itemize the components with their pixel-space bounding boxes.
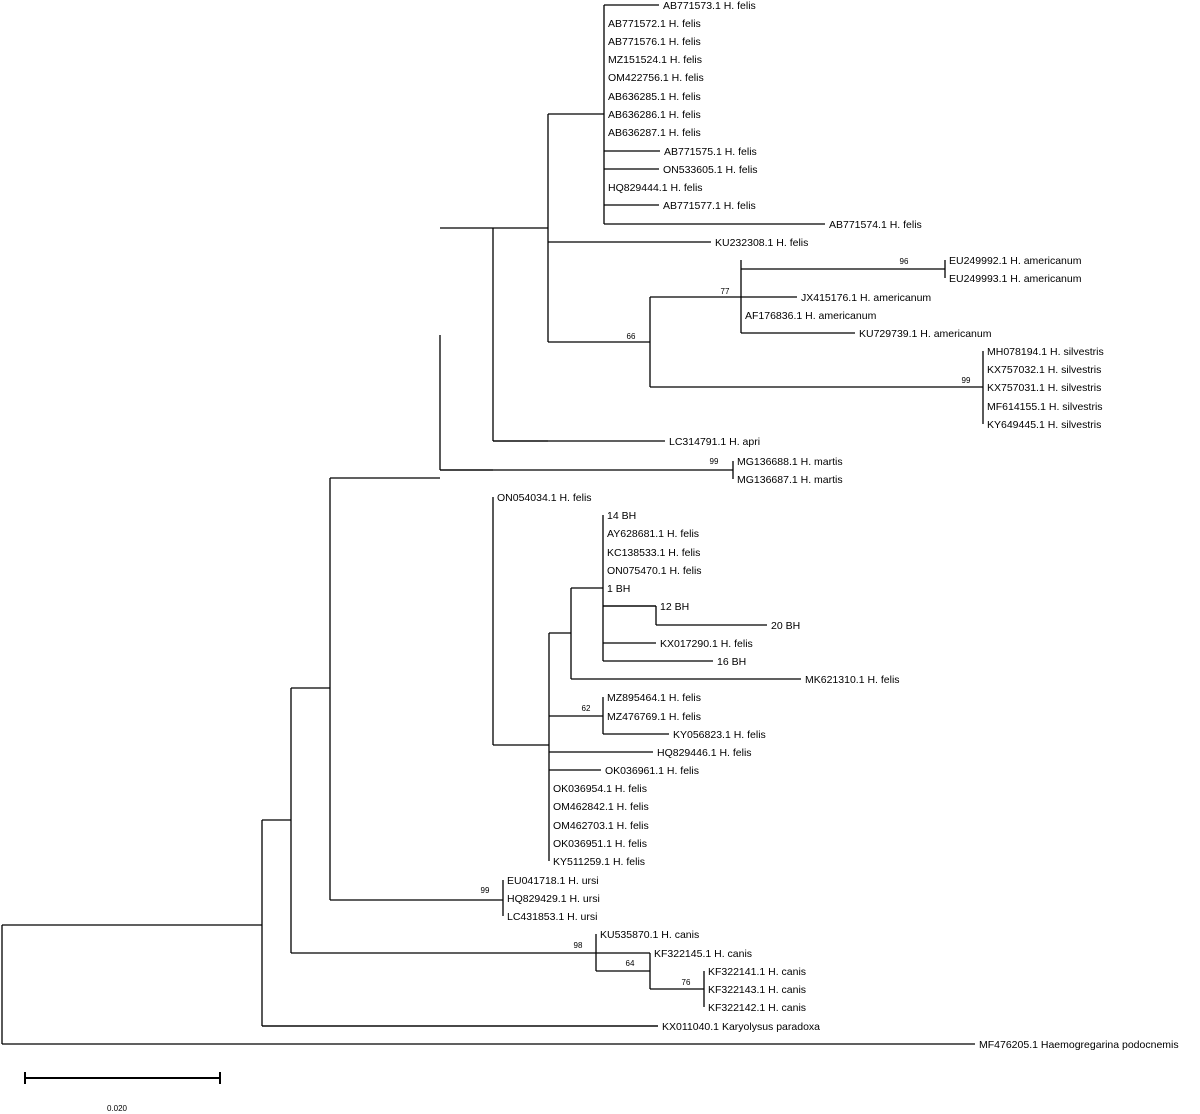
leaf-label: KU232308.1 H. felis <box>715 237 808 249</box>
bootstrap-value: 99 <box>962 376 971 385</box>
leaf-label: MZ151524.1 H. felis <box>608 54 702 66</box>
bootstrap-value: 77 <box>721 287 730 296</box>
leaf-label: MG136688.1 H. martis <box>737 456 843 468</box>
leaf-label: LC431853.1 H. ursi <box>507 911 597 923</box>
leaf-label: EU249992.1 H. americanum <box>949 255 1082 267</box>
leaf-label: MF614155.1 H. silvestris <box>987 401 1103 413</box>
leaf-label: HQ829429.1 H. ursi <box>507 893 600 905</box>
leaf-label: KX757031.1 H. silvestris <box>987 382 1101 394</box>
leaf-label: AB636287.1 H. felis <box>608 127 701 139</box>
bootstrap-value: 99 <box>481 886 490 895</box>
scale-bar-label: 0.020 <box>107 1104 128 1113</box>
leaf-label: KF322145.1 H. canis <box>654 948 752 960</box>
leaf-label: MZ476769.1 H. felis <box>607 711 701 723</box>
leaf-label: MH078194.1 H. silvestris <box>987 346 1104 358</box>
leaf-label: AB771576.1 H. felis <box>608 36 701 48</box>
leaf-label: ON054034.1 H. felis <box>497 492 592 504</box>
leaf-label: KX011040.1 Karyolysus paradoxa <box>662 1021 820 1033</box>
leaf-label: OM462842.1 H. felis <box>553 801 649 813</box>
leaf-label: KU729739.1 H. americanum <box>859 328 992 340</box>
leaf-label: KF322142.1 H. canis <box>708 1002 806 1014</box>
leaf-label: AB771572.1 H. felis <box>608 18 701 30</box>
bootstrap-value: 64 <box>626 959 635 968</box>
leaf-label: MZ895464.1 H. felis <box>607 692 701 704</box>
leaf-label: AB636286.1 H. felis <box>608 109 701 121</box>
bootstrap-value: 66 <box>627 332 636 341</box>
leaf-label: LC314791.1 H. apri <box>669 436 760 448</box>
leaf-label: OK036951.1 H. felis <box>553 838 647 850</box>
bootstrap-value: 62 <box>582 704 591 713</box>
leaf-label: 1 BH <box>607 583 630 595</box>
bootstrap-support-values: 96 77 66 99 99 62 99 98 64 76 <box>481 257 971 987</box>
leaf-label: KU535870.1 H. canis <box>600 929 699 941</box>
leaf-label: EU041718.1 H. ursi <box>507 875 599 887</box>
leaf-label: ON533605.1 H. felis <box>663 164 758 176</box>
leaf-label: KY056823.1 H. felis <box>673 729 766 741</box>
leaf-label: MF476205.1 Haemogregarina podocnemis <box>979 1039 1179 1051</box>
scale-bar: 0.020 <box>24 1072 221 1113</box>
leaf-label: KC138533.1 H. felis <box>607 547 700 559</box>
bootstrap-value: 96 <box>900 257 909 266</box>
leaf-label: AB636285.1 H. felis <box>608 91 701 103</box>
leaf-label: 12 BH <box>660 601 689 613</box>
leaf-label: AY628681.1 H. felis <box>607 528 699 540</box>
leaf-label: OM422756.1 H. felis <box>608 72 704 84</box>
leaf-label: KF322141.1 H. canis <box>708 966 806 978</box>
leaf-label: KY511259.1 H. felis <box>553 856 645 868</box>
tree-branches <box>1 4 984 1045</box>
leaf-label: AB771577.1 H. felis <box>663 200 756 212</box>
leaf-label: 14 BH <box>607 510 636 522</box>
leaf-label: MG136687.1 H. martis <box>737 474 843 486</box>
leaf-label: KF322143.1 H. canis <box>708 984 806 996</box>
leaf-label: AB771573.1 H. felis <box>663 0 756 12</box>
bootstrap-value: 76 <box>682 978 691 987</box>
leaf-label: KY649445.1 H. silvestris <box>987 419 1101 431</box>
leaf-label: AB771575.1 H. felis <box>664 146 757 158</box>
leaf-label: EU249993.1 H. americanum <box>949 273 1082 285</box>
leaf-label: 20 BH <box>771 620 800 632</box>
leaf-label: KX757032.1 H. silvestris <box>987 364 1101 376</box>
leaf-label: KX017290.1 H. felis <box>660 638 753 650</box>
leaf-label: AB771574.1 H. felis <box>829 219 922 231</box>
leaf-label: AF176836.1 H. americanum <box>745 310 877 322</box>
leaf-label: OM462703.1 H. felis <box>553 820 649 832</box>
leaf-label: JX415176.1 H. americanum <box>801 292 931 304</box>
leaf-label: OK036954.1 H. felis <box>553 783 647 795</box>
leaf-label: OK036961.1 H. felis <box>605 765 699 777</box>
bootstrap-value: 98 <box>574 941 583 950</box>
leaf-label: MK621310.1 H. felis <box>805 674 900 686</box>
leaf-label: 16 BH <box>717 656 746 668</box>
bootstrap-value: 99 <box>710 457 719 466</box>
leaf-label: ON075470.1 H. felis <box>607 565 702 577</box>
leaf-label: HQ829444.1 H. felis <box>608 182 703 194</box>
leaf-label: HQ829446.1 H. felis <box>657 747 752 759</box>
